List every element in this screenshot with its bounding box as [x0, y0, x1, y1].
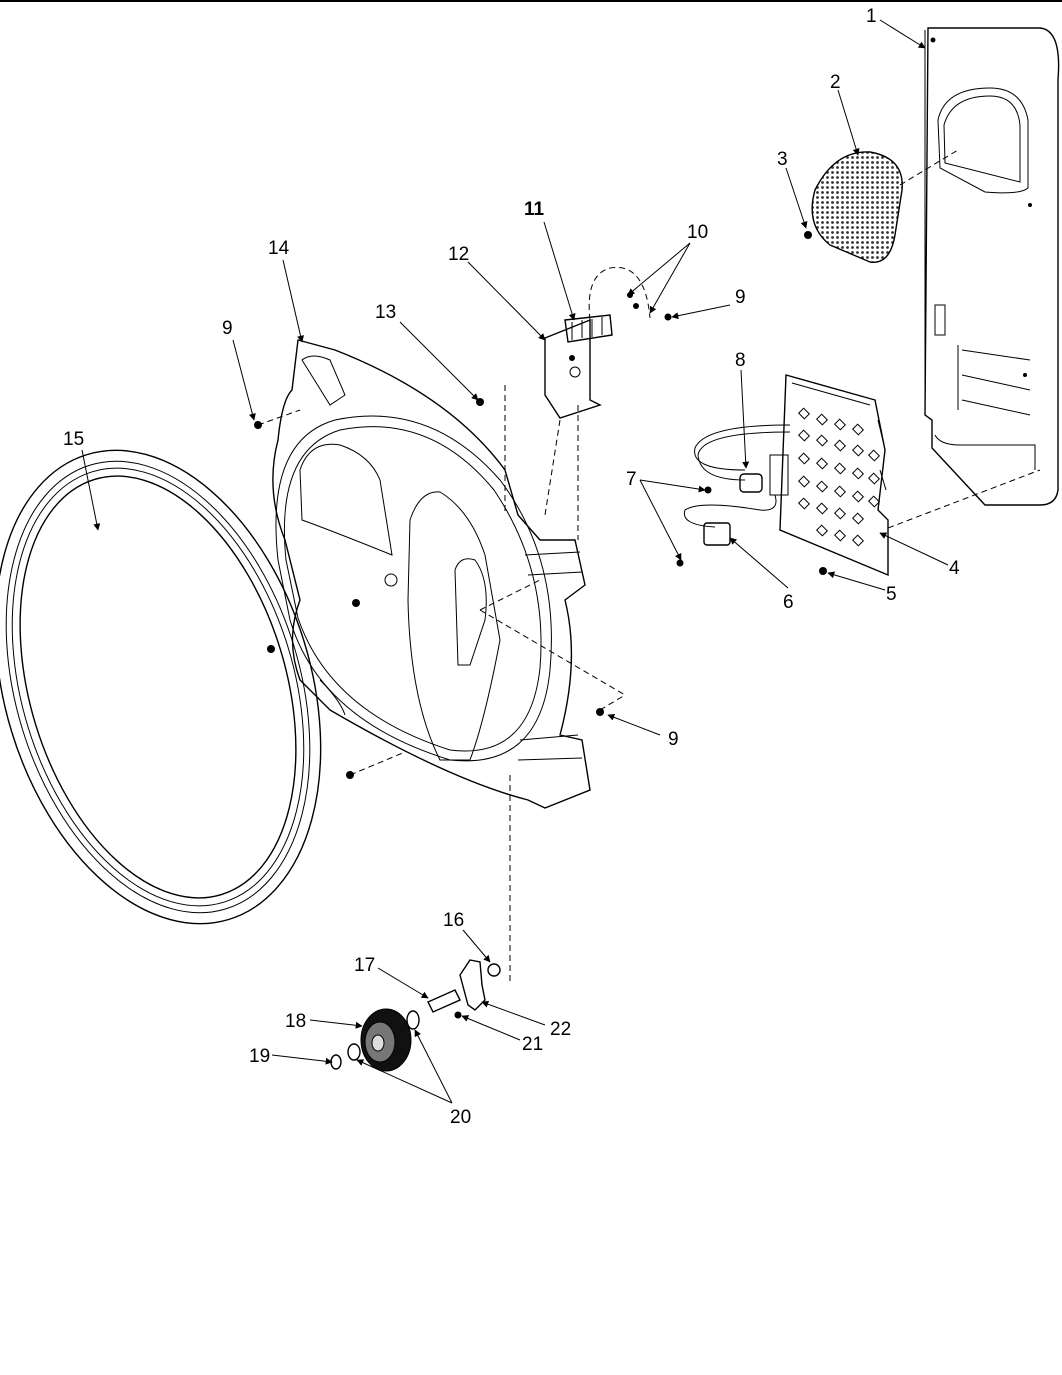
callout-21: 21 — [522, 1034, 543, 1055]
callout-1: 1 — [866, 6, 877, 27]
plate-bumps — [797, 407, 881, 547]
thermostat-assembly — [676, 424, 827, 575]
plate-bump — [833, 529, 847, 542]
terminal-bracket — [544, 266, 672, 540]
roller-assembly — [330, 959, 501, 1072]
plate-bump — [815, 413, 829, 426]
plate-bump — [833, 485, 847, 498]
plate-bump — [851, 534, 865, 547]
plate-bump — [851, 490, 865, 503]
plate-bump — [851, 467, 865, 480]
plate-bump — [833, 439, 847, 452]
callout-9: 9 — [222, 318, 233, 339]
callout-19: 19 — [249, 1046, 270, 1067]
callout-9: 9 — [735, 287, 746, 308]
plate-bump — [833, 462, 847, 475]
plate-bump — [797, 497, 811, 510]
plate-bump — [851, 423, 865, 436]
callout-12: 12 — [448, 244, 469, 265]
plate-bump — [797, 407, 811, 420]
callout-4: 4 — [949, 558, 960, 579]
plate-bump — [797, 475, 811, 488]
callout-labels: 1 2 3 4 5 6 7 8 9 9 9 9 10 11 12 13 14 1… — [63, 6, 960, 1128]
callout-9: 9 — [668, 729, 679, 750]
callout-16: 16 — [443, 910, 464, 931]
callout-7: 7 — [626, 469, 637, 490]
rear-panel — [924, 27, 1060, 506]
callout-5: 5 — [886, 584, 897, 605]
plate-bump — [851, 444, 865, 457]
callout-22: 22 — [550, 1019, 571, 1040]
callout-3: 3 — [777, 149, 788, 170]
callout-17: 17 — [354, 955, 375, 976]
plate-bump — [797, 452, 811, 465]
plate-bump — [867, 449, 881, 462]
callout-10: 10 — [687, 222, 708, 243]
plate-bump — [815, 502, 829, 515]
plate-bump — [815, 524, 829, 537]
heater-plate — [779, 374, 1041, 577]
leader-lines — [81, 19, 949, 1104]
callout-18: 18 — [285, 1011, 306, 1032]
plate-bump — [851, 512, 865, 525]
callout-2: 2 — [830, 72, 841, 93]
screw-3 — [804, 231, 812, 239]
callout-6: 6 — [783, 592, 794, 613]
plate-bump — [815, 434, 829, 447]
callout-8: 8 — [735, 350, 746, 371]
plate-bump — [867, 472, 881, 485]
plate-bump — [833, 507, 847, 520]
plate-bump — [833, 418, 847, 431]
plate-bump — [797, 429, 811, 442]
front-seal — [0, 449, 322, 925]
plate-bump — [815, 480, 829, 493]
plate-bump — [815, 457, 829, 470]
callout-20: 20 — [450, 1107, 471, 1128]
callout-15: 15 — [63, 429, 84, 450]
bulkhead — [254, 339, 626, 985]
plate-bump — [867, 495, 881, 508]
callout-14: 14 — [268, 238, 290, 259]
lint-screen — [811, 149, 959, 263]
callout-13: 13 — [375, 302, 396, 323]
callout-11: 11 — [524, 199, 545, 220]
